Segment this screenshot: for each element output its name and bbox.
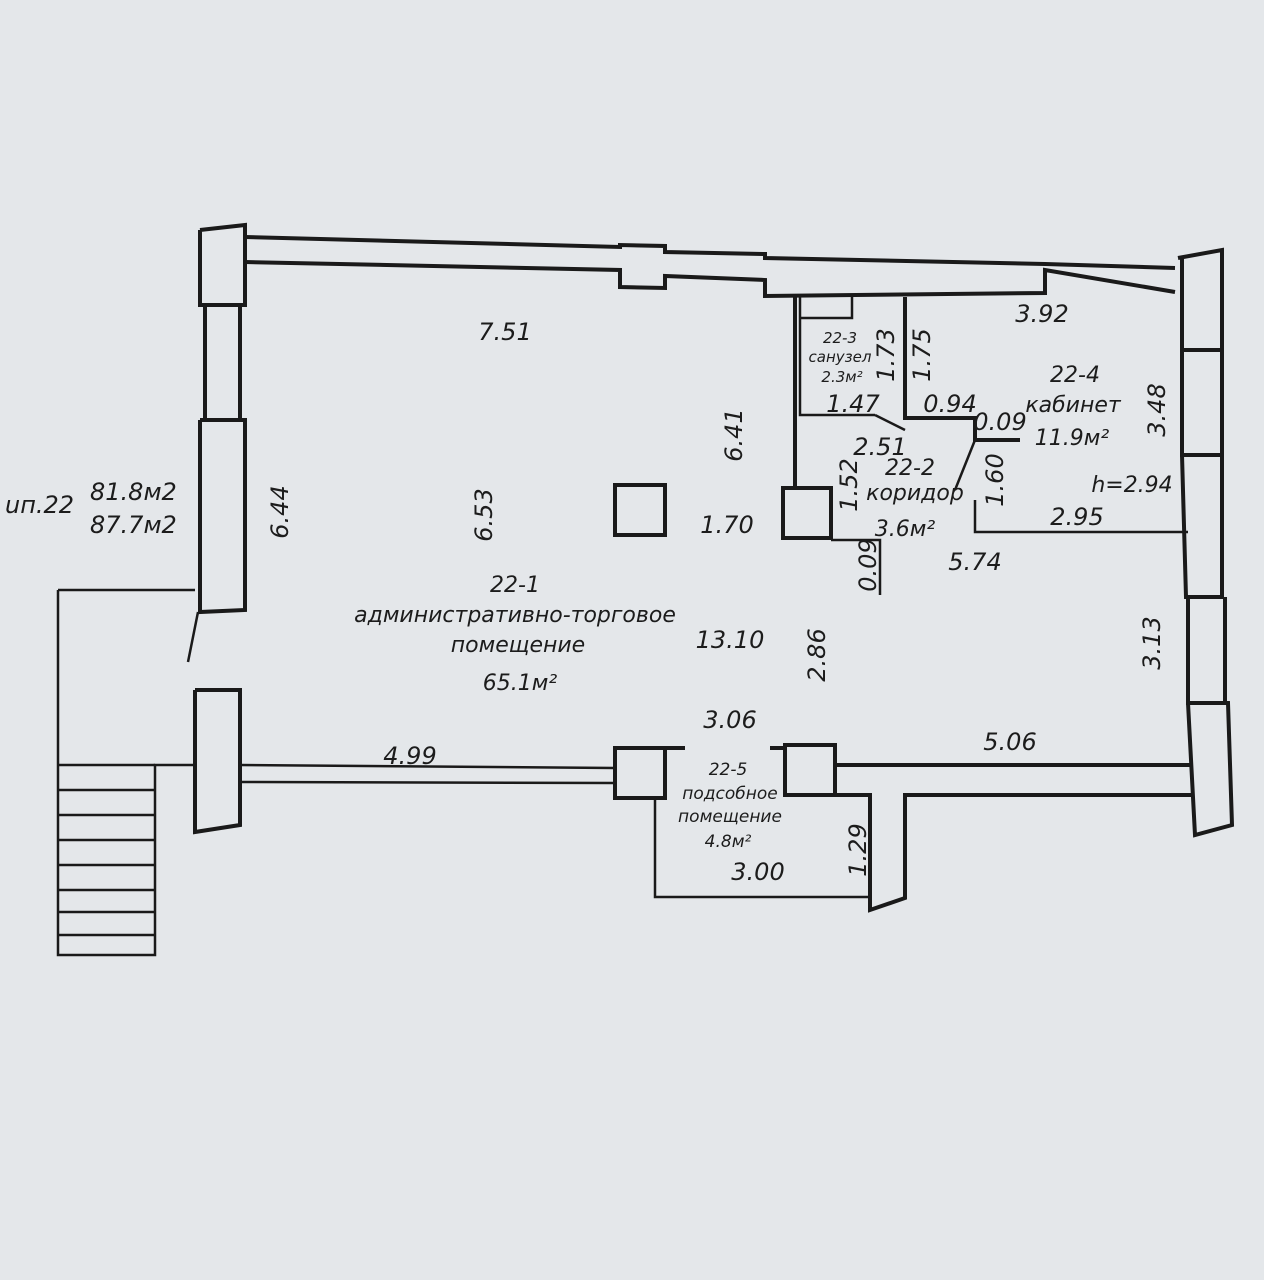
total-area: 87.7м2 <box>90 511 177 539</box>
dim-label: 2.86 <box>803 628 831 681</box>
dim-label: 3.00 <box>731 858 784 886</box>
room-22-4-id: 22-4 <box>1050 363 1100 388</box>
dim-label: 2.51 <box>853 433 906 461</box>
dim-label: 1.47 <box>826 390 880 418</box>
apartment-summary: uп.22 81.8м2 87.7м2 <box>5 478 177 539</box>
dim-label: 5.74 <box>948 548 1001 576</box>
room-22-2-name: коридор <box>866 481 964 506</box>
room-labels: 22-1 административно-торговое помещение … <box>354 329 1173 852</box>
dim-label: 1.75 <box>908 328 936 381</box>
room-22-3-id: 22-3 <box>823 329 857 347</box>
dim-label: 1.73 <box>872 328 900 381</box>
room-22-1-id: 22-1 <box>490 573 540 598</box>
dim-label: 0.09 <box>854 538 882 591</box>
room-22-3-name: санузел <box>809 348 872 366</box>
dim-label: 1.52 <box>835 458 863 511</box>
dim-label: 0.94 <box>923 390 976 418</box>
room-22-2-id: 22-2 <box>885 456 935 481</box>
dim-label: 6.53 <box>470 488 498 541</box>
dim-label: 6.44 <box>266 485 294 538</box>
room-22-5-area: 4.8м² <box>705 832 752 852</box>
dim-label: 1.60 <box>981 453 1009 506</box>
dimension-labels: 7.51 3.92 1.47 0.94 0.09 2.51 1.70 2.95 … <box>266 300 1171 886</box>
room-22-5-name: подсобное <box>682 784 777 804</box>
room-22-5-id: 22-5 <box>709 760 748 780</box>
room-22-1-name: административно-торговое <box>354 603 676 628</box>
dim-label: 3.13 <box>1138 616 1166 669</box>
dim-label: 1.29 <box>844 823 872 876</box>
room-22-2-area: 3.6м² <box>875 517 936 542</box>
dim-label: 1.70 <box>700 511 753 539</box>
dim-label: 3.48 <box>1143 383 1171 436</box>
dim-label: 0.09 <box>973 408 1026 436</box>
dim-label: 7.51 <box>478 318 531 346</box>
apartment-label: uп.22 <box>5 491 74 519</box>
room-22-1-area: 65.1м² <box>483 671 558 696</box>
room-22-5-name2: помещение <box>678 807 782 827</box>
room-22-4-height: h=2.94 <box>1091 473 1172 498</box>
room-22-1-name2: помещение <box>451 633 585 658</box>
room-22-4-name: кабинет <box>1025 393 1122 418</box>
walls <box>56 222 1235 957</box>
dim-label: 2.95 <box>1050 503 1103 531</box>
dim-label: 3.92 <box>1015 300 1068 328</box>
stairs <box>58 763 155 937</box>
room-22-3-area: 2.3м² <box>821 368 862 386</box>
dim-label: 6.41 <box>720 408 748 461</box>
dim-label: 5.06 <box>983 728 1036 756</box>
dim-label: 13.10 <box>696 626 765 654</box>
living-area: 81.8м2 <box>90 478 177 506</box>
dim-label: 3.06 <box>703 706 756 734</box>
dim-label: 4.99 <box>383 742 436 770</box>
room-22-4-area: 11.9м² <box>1035 426 1110 451</box>
